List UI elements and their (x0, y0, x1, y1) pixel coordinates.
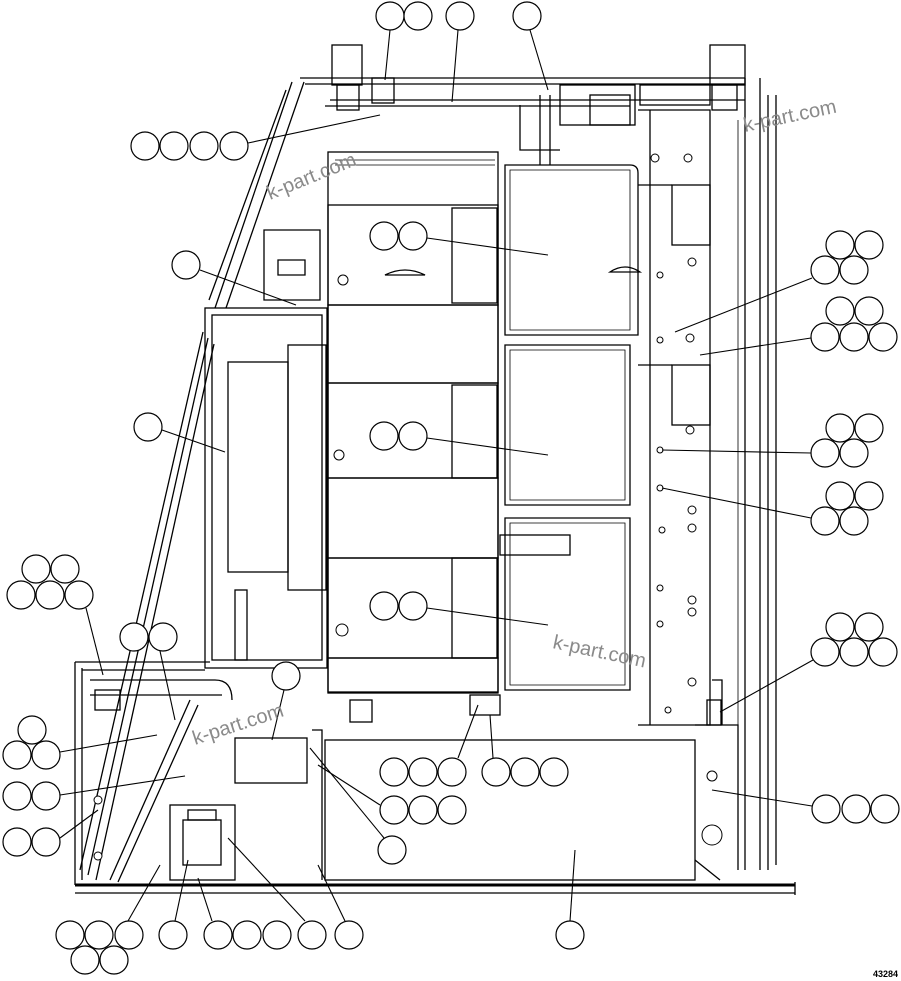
document-number: 43284 (873, 969, 898, 979)
callout-group-mid-2 (481, 714, 569, 787)
callout-group-left-4 (2, 775, 186, 811)
callout-group-right-2 (699, 296, 898, 356)
callout-single-mid-1 (271, 661, 301, 741)
callout-group-right-6 (711, 789, 900, 824)
callout-single-mid-2 (309, 747, 407, 865)
callout-single-bottom-4 (555, 849, 585, 950)
callout-group-bottom-2 (197, 877, 292, 950)
callout-group-right-3 (661, 413, 884, 468)
callout-group-left-1 (6, 554, 104, 676)
battery-stack (327, 151, 499, 694)
callout-group-left-3 (2, 715, 158, 770)
callout-group-right-1 (674, 230, 884, 333)
watermark: k-part.com (551, 631, 648, 672)
callout-single-left-1 (171, 250, 297, 306)
callout-group-left-2 (119, 622, 178, 721)
callout-group-top-2 (445, 1, 475, 103)
watermark: k-part.com (190, 700, 287, 750)
callout-stack-1 (369, 221, 549, 256)
callout-group-top-1 (375, 1, 433, 81)
housing-outline (74, 77, 796, 895)
callout-group-left-5 (2, 809, 99, 857)
callout-single-bottom-1 (158, 859, 189, 950)
callout-group-upper-left (130, 114, 381, 161)
callout-single-bottom-2 (227, 837, 327, 950)
left-compartment (90, 229, 328, 711)
callout-group-bottom-1 (55, 864, 161, 975)
callout-group-right-5 (719, 612, 898, 713)
bottom-area (93, 679, 739, 881)
top-brackets (331, 44, 746, 165)
callout-single-bottom-3 (317, 864, 364, 950)
callout-single-left-2 (133, 412, 226, 453)
callout-group-mid-3 (317, 764, 467, 825)
callout-stack-3 (369, 591, 549, 626)
callout-group-right-4 (661, 481, 884, 536)
callout-stack-2 (369, 421, 549, 456)
right-cell-panel (499, 109, 711, 726)
callout-group-top-3 (512, 1, 549, 91)
watermark: k-part.com (741, 96, 838, 137)
callout-group-mid-1 (379, 704, 479, 787)
